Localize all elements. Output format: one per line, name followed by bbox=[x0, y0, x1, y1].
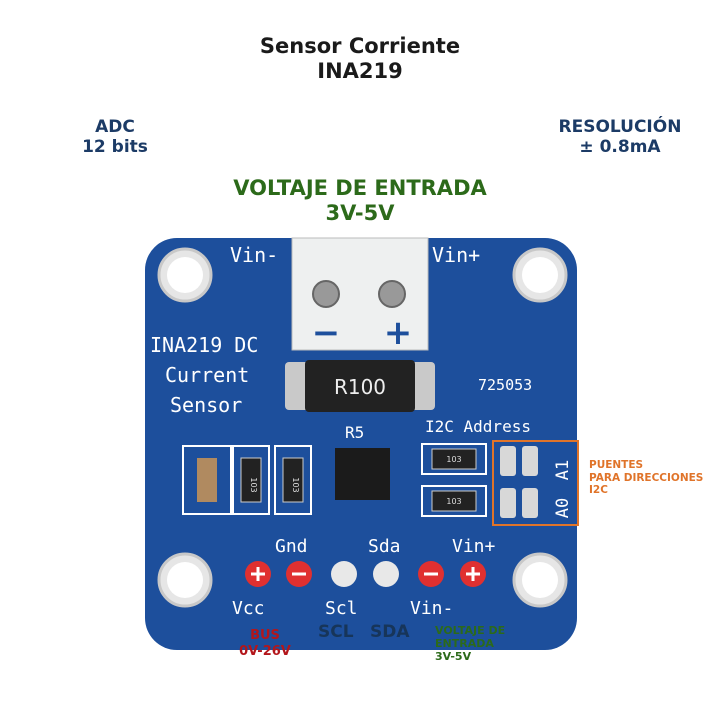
res-code-1: 103 bbox=[249, 477, 258, 492]
silk-scl: Scl bbox=[325, 598, 358, 619]
res-code-2: 103 bbox=[291, 477, 300, 492]
silk-part-code: 725053 bbox=[478, 376, 532, 394]
silk-i2c-address: I2C Address bbox=[425, 417, 531, 436]
silk-name3: Sensor bbox=[170, 393, 242, 417]
title-line1: Sensor Corriente bbox=[259, 34, 461, 58]
shunt-resistor bbox=[305, 360, 415, 412]
i2c-bridges-label: PUENTES PARA DIRECCIONES I2C bbox=[589, 459, 703, 497]
terminal-plus: + bbox=[384, 313, 413, 353]
silk-vcc: Vcc bbox=[232, 598, 265, 619]
vin-bottom-line3: 3V-5V bbox=[435, 650, 472, 664]
input-voltage-line1: VOLTAJE DE ENTRADA bbox=[233, 176, 487, 200]
bus-voltage-label: BUS 0V-26V bbox=[225, 628, 305, 659]
adc-line1: ADC bbox=[95, 117, 135, 137]
bus-line1: BUS bbox=[250, 628, 280, 643]
silk-vin-plus-bottom: Vin+ bbox=[452, 536, 496, 557]
silk-r5: R5 bbox=[345, 423, 364, 442]
res-code-3: 103 bbox=[446, 455, 461, 464]
bus-line2: 0V-26V bbox=[239, 643, 291, 659]
pcb bbox=[145, 238, 577, 650]
title-line2: INA219 bbox=[317, 59, 403, 84]
bridges-line1: PUENTES bbox=[589, 459, 644, 471]
jumpers-highlight-box bbox=[492, 440, 579, 526]
ina219-chip bbox=[335, 448, 390, 500]
adc-line2: 12 bits bbox=[82, 137, 148, 158]
resolution-line1: RESOLUCIÓN bbox=[558, 117, 682, 137]
shunt-label: R100 bbox=[334, 375, 386, 399]
silk-name2: Current bbox=[165, 363, 249, 387]
vin-bottom-line2: ENTRADA bbox=[435, 637, 494, 651]
input-voltage-bottom-label: VOLTAJE DE ENTRADA 3V-5V bbox=[435, 624, 505, 664]
address-jumpers bbox=[500, 446, 538, 518]
silk-vin-minus-bottom: Vin- bbox=[410, 598, 453, 619]
input-voltage-label: VOLTAJE DE ENTRADA 3V-5V bbox=[160, 176, 560, 226]
vin-bottom-line1: VOLTAJE DE bbox=[435, 624, 506, 637]
silk-vin-minus-top: Vin- bbox=[230, 243, 278, 267]
scl-label: SCL bbox=[318, 622, 354, 642]
res-code-4: 103 bbox=[446, 497, 461, 506]
input-voltage-line2: 3V-5V bbox=[325, 201, 395, 226]
silk-gnd: Gnd bbox=[275, 536, 308, 557]
bridges-line3: I2C bbox=[589, 484, 608, 497]
resolution-line2: ± 0.8mA bbox=[579, 137, 661, 158]
silk-vin-plus-top: Vin+ bbox=[432, 243, 480, 267]
resolution-label: RESOLUCIÓN ± 0.8mA bbox=[540, 117, 700, 158]
silk-a1: A1 bbox=[553, 460, 573, 480]
silk-sda: Sda bbox=[368, 536, 401, 557]
bridges-line2: PARA DIRECCIONES bbox=[589, 471, 704, 484]
terminal-minus: − bbox=[312, 313, 341, 353]
smd-components bbox=[182, 443, 487, 517]
adc-label: ADC 12 bits bbox=[60, 117, 170, 158]
page-title: Sensor Corriente INA219 bbox=[0, 34, 720, 84]
header-pads bbox=[245, 561, 486, 587]
silk-name1: INA219 DC bbox=[150, 333, 258, 357]
sda-label: SDA bbox=[370, 622, 410, 642]
silk-a0: A0 bbox=[553, 498, 573, 518]
